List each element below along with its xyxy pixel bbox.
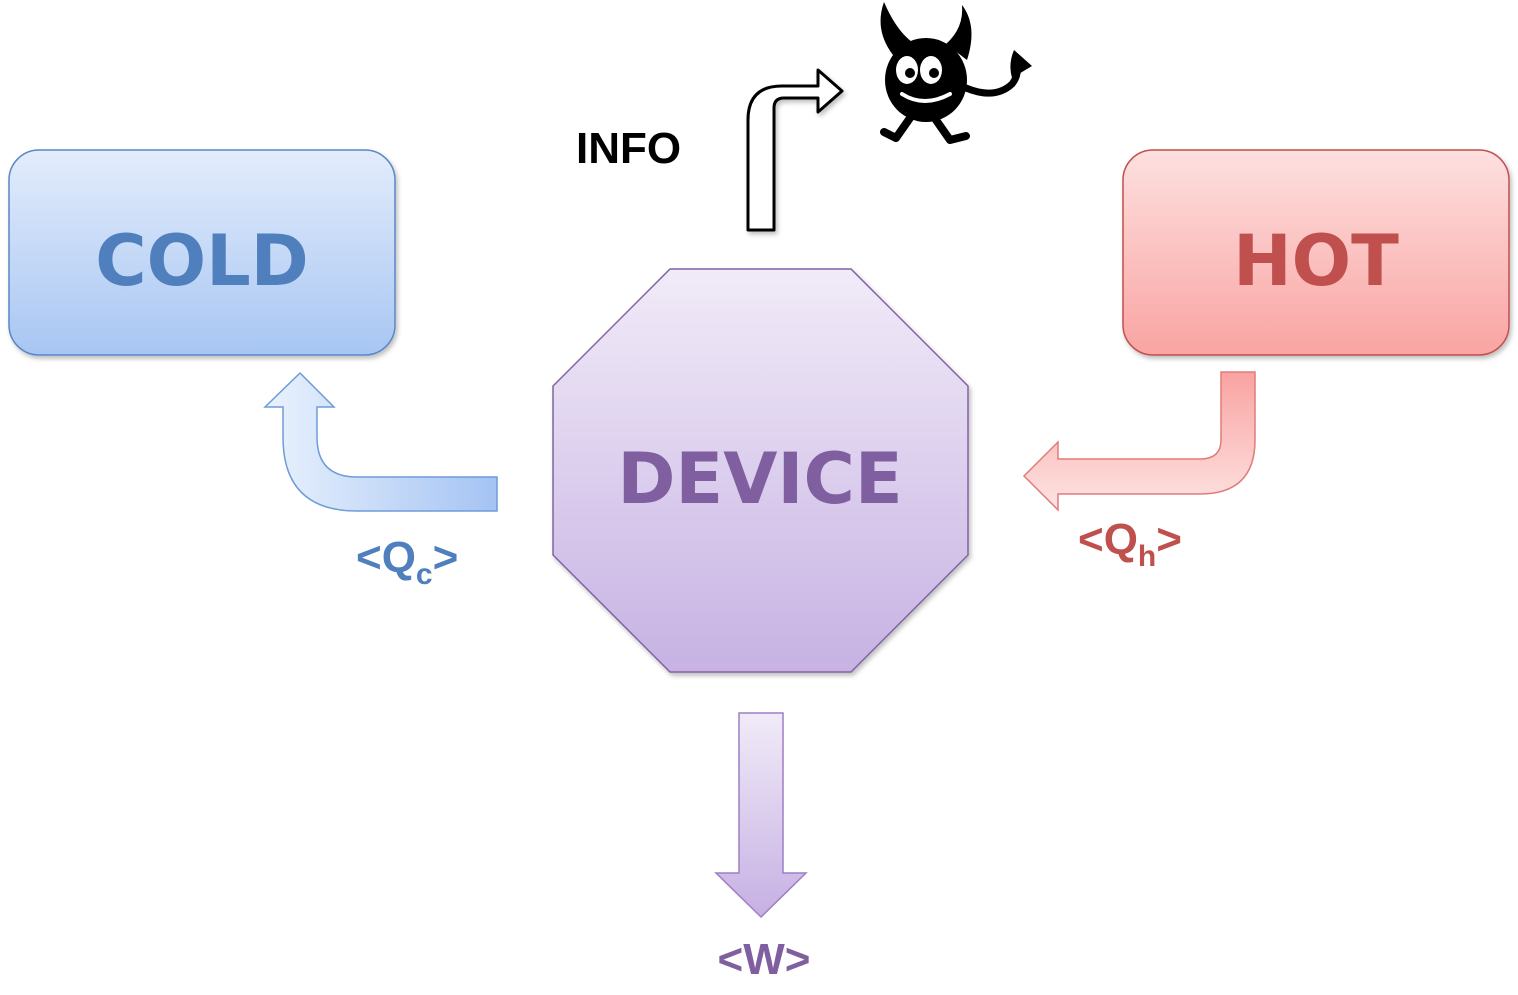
qc-subscript: c: [416, 558, 433, 591]
work-label: <W>: [718, 935, 811, 984]
hot-reservoir: HOT: [1122, 149, 1510, 356]
hot-label: HOT: [1233, 220, 1399, 302]
qc-label: <Qc>: [356, 533, 458, 591]
qc-arrow: [263, 371, 498, 512]
cold-reservoir: COLD: [8, 149, 396, 356]
qh-suffix: >: [1156, 515, 1182, 564]
qc-prefix: <Q: [356, 533, 416, 582]
qc-suffix: >: [433, 533, 459, 582]
info-arrow: [746, 68, 844, 232]
demon-icon: [880, 2, 1032, 144]
qh-prefix: <Q: [1078, 515, 1138, 564]
work-arrow: [714, 712, 808, 919]
device-octagon: DEVICE: [552, 268, 969, 673]
qh-label: <Qh>: [1078, 515, 1182, 573]
cold-label: COLD: [95, 220, 309, 302]
qh-arrow: [1022, 371, 1256, 512]
info-label: INFO: [576, 124, 681, 173]
qh-subscript: h: [1138, 540, 1156, 573]
device-label: DEVICE: [617, 438, 902, 520]
